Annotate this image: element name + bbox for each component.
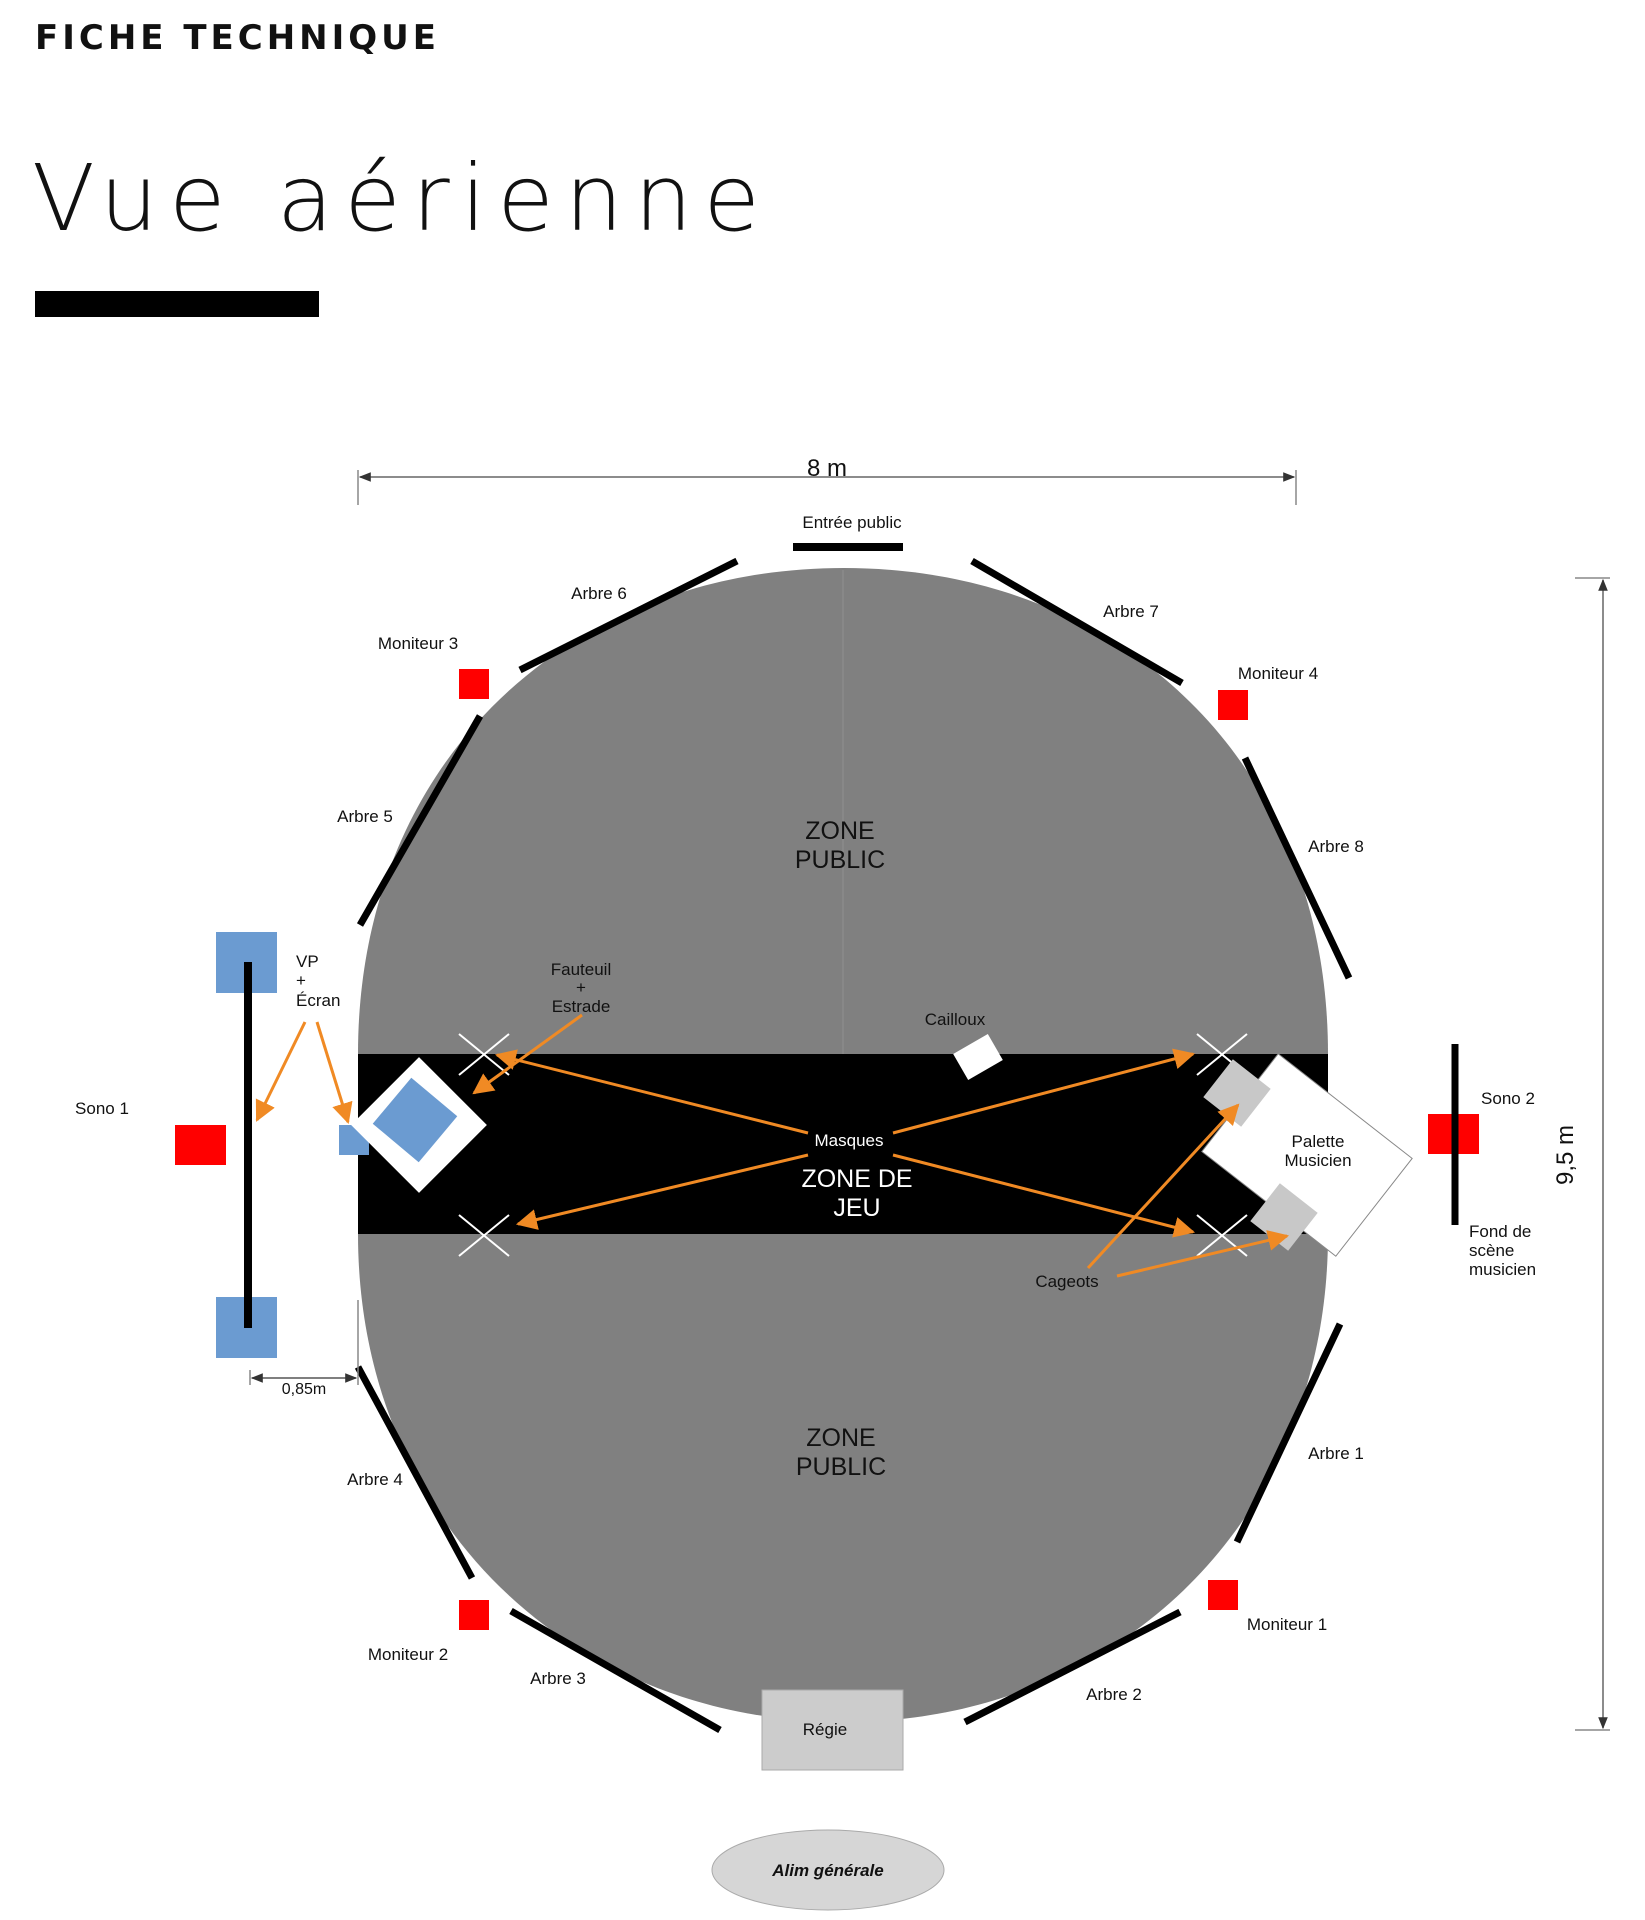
armchair-label-line1: Fauteuil — [551, 960, 611, 979]
zone-public-top-line1: ZONE — [805, 817, 874, 845]
monitor-1-label: Moniteur 1 — [1247, 1615, 1327, 1634]
width-dimension: 8 m — [357, 455, 1297, 505]
tree-7 — [970, 557, 1184, 687]
tree-1-label: Arbre 1 — [1308, 1444, 1364, 1463]
monitor-3-label: Moniteur 3 — [378, 634, 458, 653]
monitor-4-label: Moniteur 4 — [1238, 664, 1318, 683]
tree-8-label: Arbre 8 — [1308, 837, 1364, 856]
width-dimension-label: 8 m — [807, 455, 847, 482]
backdrop-label-line2: scène — [1469, 1241, 1514, 1260]
stones — [953, 1034, 1003, 1080]
zone-stage-line1: ZONE DE — [801, 1165, 912, 1193]
projector-label-line3: Écran — [296, 991, 340, 1010]
control-label: Régie — [803, 1720, 847, 1739]
trees — [354, 557, 1353, 1734]
tree-7-label: Arbre 7 — [1103, 602, 1159, 621]
tree-5 — [356, 714, 484, 927]
offset-dimension-label: 0,85m — [282, 1381, 326, 1398]
entrance-label: Entrée public — [802, 513, 902, 532]
tree-8 — [1241, 756, 1353, 980]
projector-label-line2: + — [296, 971, 306, 990]
tree-2-label: Arbre 2 — [1086, 1685, 1142, 1704]
zone-stage-line2: JEU — [833, 1194, 880, 1222]
pallet-label-line2: Musicien — [1284, 1151, 1351, 1170]
armchair-label-line3: Estrade — [552, 997, 611, 1016]
monitor-2-label: Moniteur 2 — [368, 1645, 448, 1664]
sound-1 — [175, 1125, 226, 1165]
stage-zone — [358, 1054, 1328, 1234]
zone-public-top-line2: PUBLIC — [795, 846, 885, 874]
title-underline — [35, 291, 319, 317]
tree-3 — [509, 1607, 722, 1734]
tree-4-label: Arbre 4 — [347, 1470, 403, 1489]
backdrop-label-line1: Fond de — [1469, 1222, 1531, 1241]
armchair-label-line2: + — [576, 978, 586, 997]
main-power — [711, 1829, 945, 1911]
tree-4 — [354, 1365, 476, 1580]
tree-3-label: Arbre 3 — [530, 1669, 586, 1688]
monitor-4 — [1218, 690, 1248, 720]
masks-label: Masques — [815, 1131, 884, 1150]
zone-public-bottom-line1: ZONE — [806, 1424, 875, 1452]
sound-1-label: Sono 1 — [75, 1099, 129, 1118]
sound-2-label: Sono 2 — [1481, 1089, 1535, 1108]
pallet-label-line1: Palette — [1292, 1132, 1345, 1151]
section-label: FICHE TECHNIQUE — [35, 18, 441, 58]
control-desk — [761, 1689, 904, 1771]
backdrop-label-line3: musicien — [1469, 1260, 1536, 1279]
zone-public-bottom-line2: PUBLIC — [796, 1453, 886, 1481]
tree-1 — [1233, 1322, 1344, 1544]
monitor-3 — [459, 669, 489, 699]
offset-dimension: 0,85m — [249, 1300, 359, 1398]
tree-6 — [518, 557, 739, 674]
stones-label: Cailloux — [925, 1010, 986, 1029]
monitor-2 — [459, 1600, 489, 1630]
tree-6-label: Arbre 6 — [571, 584, 627, 603]
monitor-1 — [1208, 1580, 1238, 1610]
height-dimension: 9,5 m — [1552, 577, 1610, 1731]
tree-5-label: Arbre 5 — [337, 807, 393, 826]
crates-label: Cageots — [1035, 1272, 1098, 1291]
pointer-arrows — [255, 1013, 1290, 1278]
page-title: Vue aérienne — [32, 145, 772, 252]
projector-label-line1: VP — [296, 952, 319, 971]
tree-2 — [963, 1608, 1182, 1726]
height-dimension-label: 9,5 m — [1552, 1125, 1579, 1185]
power-label: Alim générale — [771, 1861, 884, 1880]
